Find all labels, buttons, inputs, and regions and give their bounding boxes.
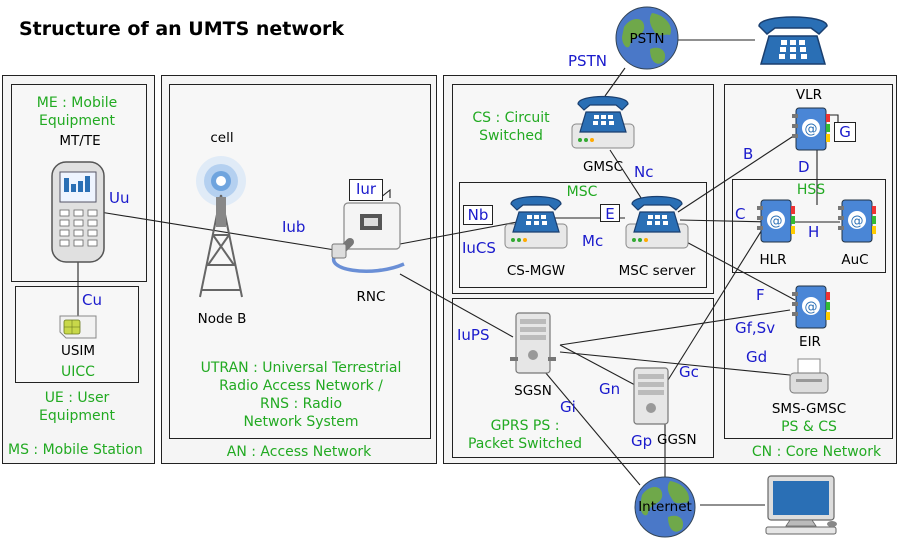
gi-label: Gi xyxy=(560,398,576,416)
computer-icon xyxy=(765,475,837,535)
vlr-address-book-icon: @ xyxy=(792,107,830,151)
d-label: D xyxy=(798,158,810,176)
utran-label-line3: RNS : Radio xyxy=(259,396,343,412)
b-link xyxy=(677,134,796,213)
iucs-link xyxy=(399,221,518,245)
utran-box xyxy=(169,84,431,439)
sgsn-label: SGSN xyxy=(514,383,552,399)
vlr-label: VLR xyxy=(795,87,823,103)
ps-box xyxy=(452,298,714,458)
gmsc-label: GMSC xyxy=(582,159,624,175)
hss-label: HSS xyxy=(796,182,826,198)
g-label: G xyxy=(834,122,856,142)
utran-label-line1: UTRAN : Universal Terrestrial xyxy=(200,360,402,376)
mtte-label: MT/TE xyxy=(59,133,101,149)
router-icon xyxy=(331,202,405,273)
mc-label: Mc xyxy=(582,232,604,250)
page-title: Structure of an UMTS network xyxy=(19,18,345,40)
cn-label: CN : Core Network xyxy=(751,444,882,460)
sim-card-icon xyxy=(59,315,97,339)
iups-link xyxy=(399,273,514,338)
nb-label: Nb xyxy=(463,205,493,225)
iub-label: Iub xyxy=(282,218,306,236)
b-label: B xyxy=(743,145,754,163)
gp-label: Gp xyxy=(631,432,653,450)
e-label: E xyxy=(600,204,620,223)
cs-label-line1: CS : Circuit xyxy=(472,110,550,126)
gi-link xyxy=(544,371,641,486)
auc-label: AuC xyxy=(841,252,869,268)
utran-label-line2: Radio Access Network / xyxy=(219,378,383,394)
utran-label-line4: Network System xyxy=(243,414,359,430)
hlr-label: HLR xyxy=(759,252,787,268)
internet-globe-icon xyxy=(634,476,696,538)
rnc-label: RNC xyxy=(356,289,386,305)
eir-label: EIR xyxy=(799,334,821,350)
usim-label: USIM xyxy=(60,343,96,359)
auc-address-book-icon: @ xyxy=(838,199,876,243)
sgsn-server-icon xyxy=(510,312,556,374)
me-label-line1: ME : Mobile xyxy=(36,95,118,111)
gmsc-telephone-icon xyxy=(571,95,635,149)
svg-text:@: @ xyxy=(805,122,818,137)
iur-label: Iur xyxy=(349,179,383,201)
gd-label: Gd xyxy=(746,348,768,366)
svg-text:@: @ xyxy=(851,214,864,229)
mscserver-label: MSC server xyxy=(618,263,696,279)
ggsn-label: GGSN xyxy=(657,432,697,448)
internet-label: Internet xyxy=(638,499,692,515)
ggsn-server-icon xyxy=(633,367,669,425)
me-label-line2: Equipment xyxy=(39,113,115,129)
pstn-link xyxy=(604,67,626,97)
ue-label-line1: UE : User xyxy=(44,390,110,406)
smsgmsc-label: SMS-GMSC xyxy=(771,401,847,417)
h-label: H xyxy=(808,223,820,241)
pstn-label: PSTN xyxy=(629,31,665,47)
pstn-interface-label: PSTN xyxy=(568,52,607,70)
gprs-label-line2: Packet Switched xyxy=(467,436,583,452)
c-label: C xyxy=(735,205,746,223)
cs-label-line2: Switched xyxy=(479,128,543,144)
fax-icon xyxy=(789,358,829,394)
mobile-phone-icon xyxy=(51,161,105,263)
iucs-label: IuCS xyxy=(462,239,496,257)
nc-link xyxy=(609,149,646,205)
ue-label-line2: Equipment xyxy=(39,408,115,424)
mscserver-telephone-icon xyxy=(625,195,689,249)
gc-label: Gc xyxy=(679,363,699,381)
hlr-address-book-icon: @ xyxy=(757,199,795,243)
gfsv-label: Gf,Sv xyxy=(735,319,776,337)
iur-link xyxy=(379,188,391,199)
svg-text:@: @ xyxy=(805,300,818,315)
gd-link xyxy=(559,351,791,376)
an-label: AN : Access Network xyxy=(226,444,372,460)
uu-label: Uu xyxy=(109,189,130,207)
svg-text:@: @ xyxy=(770,214,783,229)
uicc-label: UICC xyxy=(61,364,95,380)
c-link xyxy=(679,219,771,223)
gn-link xyxy=(559,344,636,386)
csmgw-telephone-icon xyxy=(504,195,568,249)
antenna-tower-icon xyxy=(196,156,246,298)
cell-label: cell xyxy=(210,130,234,146)
nc-label: Nc xyxy=(634,163,654,181)
gn-label: Gn xyxy=(599,380,621,398)
csmgw-label: CS-MGW xyxy=(506,263,566,279)
pstn-globe-icon xyxy=(615,6,679,70)
pscs-label: PS & CS xyxy=(781,419,837,435)
eir-address-book-icon: @ xyxy=(792,285,830,329)
uu-link xyxy=(99,211,336,251)
cu-label: Cu xyxy=(82,291,102,309)
nodeb-label: Node B xyxy=(197,311,247,327)
gprs-label-line1: GPRS PS : xyxy=(490,418,560,434)
f-label: F xyxy=(756,286,765,304)
msc-label: MSC xyxy=(566,184,598,200)
pstn-telephone-icon xyxy=(758,16,828,65)
gc-link xyxy=(667,224,766,381)
gfsv-link xyxy=(559,309,791,346)
iups-label: IuPS xyxy=(457,326,490,344)
ms-label: MS : Mobile Station xyxy=(8,442,143,458)
